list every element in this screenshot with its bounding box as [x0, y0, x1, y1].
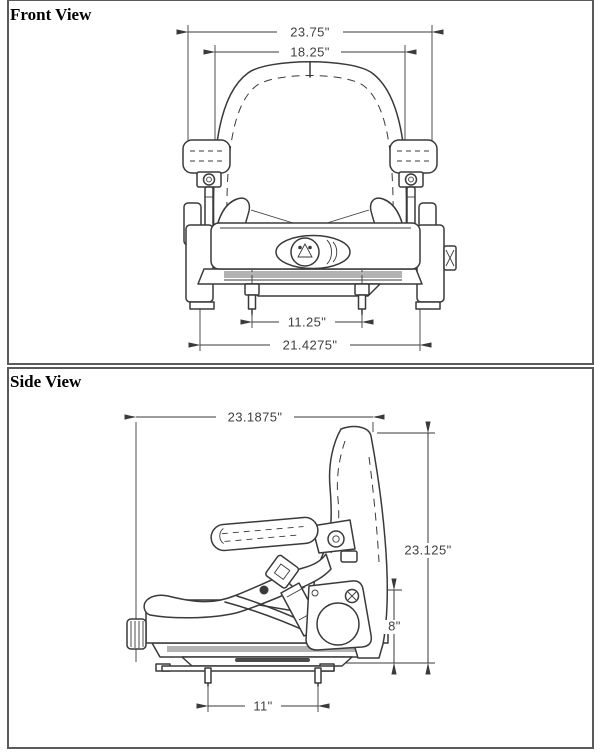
spring-can-bracket: [305, 580, 373, 651]
seat-front-illustration: [182, 61, 457, 316]
front-dimensions: 23.75" 18.25" 11.25" 21.4275": [176, 24, 444, 353]
side-view-panel: [7, 367, 594, 749]
dim-front-overall-width: 23.75": [290, 25, 330, 40]
dim-front-base-width: 21.4275": [283, 338, 338, 353]
armrest-left-front: [182, 139, 231, 244]
pivot-dot: [259, 585, 269, 595]
adjuster-knob: [126, 618, 147, 650]
side-dimensions: 23.1875" 23.125" 8" 11": [124, 409, 458, 714]
seat-side-illustration: [126, 425, 389, 687]
front-view-title: Front View: [10, 5, 92, 24]
base-rails-side: [151, 642, 381, 687]
side-view-drawing: 23.1875" 23.125" 8" 11": [124, 409, 458, 714]
dim-side-overall-depth: 23.1875": [228, 410, 283, 425]
seat-pan-side: [143, 553, 332, 619]
dim-side-base-height: 8": [388, 619, 401, 634]
front-view-drawing: 23.75" 18.25" 11.25" 21.4275": [176, 24, 457, 353]
mount-bolt-left: [244, 283, 260, 315]
dim-side-overall-height: 23.125": [404, 543, 451, 558]
suspension-stripe-side: [167, 646, 367, 652]
mount-bolt-left-side: [204, 667, 212, 687]
brand-emblem: [275, 234, 351, 270]
mount-bolt-right: [354, 283, 370, 315]
dim-front-backrest-width: 18.25": [290, 45, 330, 60]
armrest-side: [210, 516, 358, 563]
suspension-stripe: [224, 271, 402, 278]
mount-bolt-right-side: [314, 667, 322, 687]
side-view-title: Side View: [10, 372, 82, 391]
dim-side-bolt-spacing: 11": [253, 699, 272, 714]
dim-front-bolt-spacing: 11.25": [288, 315, 327, 330]
